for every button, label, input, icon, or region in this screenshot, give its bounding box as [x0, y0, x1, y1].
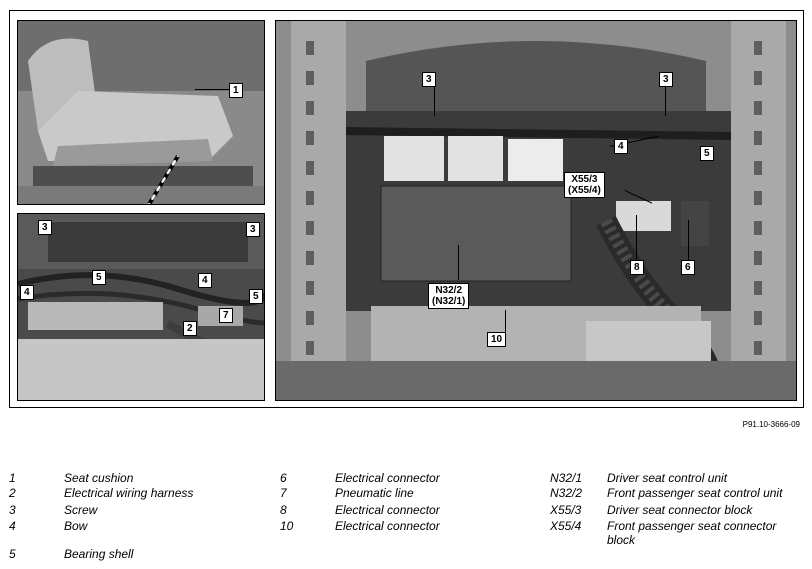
legend-text: Electrical connector	[335, 519, 440, 533]
leader-line	[458, 245, 459, 280]
legend-text: Screw	[64, 503, 98, 517]
figure-reference: P91.10-3666-09	[742, 420, 800, 429]
legend-num: 2	[9, 486, 16, 500]
legend-text: Driver seat connector block	[607, 503, 753, 517]
legend-text: Electrical connector	[335, 503, 440, 517]
legend-num: 8	[280, 503, 287, 517]
legend-num: X55/3	[550, 503, 582, 517]
callout-3d: 3	[659, 72, 673, 87]
legend-text: Front passenger seat connector block	[607, 519, 777, 547]
callout-x55: X55/3 (X55/4)	[564, 172, 605, 198]
legend-num: 5	[9, 547, 16, 561]
legend-num: 3	[9, 503, 16, 517]
leader-line	[195, 89, 230, 90]
callout-6: 6	[681, 260, 695, 275]
legend-num: 4	[9, 519, 16, 533]
legend-num: 10	[280, 519, 294, 533]
callout-4a: 4	[198, 273, 212, 288]
callout-7: 7	[219, 308, 233, 323]
legend-num: X55/4	[550, 519, 582, 533]
callout-4c: 4	[614, 139, 628, 154]
main-seat-photo	[275, 20, 797, 401]
legend-text: Bearing shell	[64, 547, 134, 561]
legend-text: Front passenger seat control unit	[607, 486, 783, 500]
legend-num: 1	[9, 471, 16, 485]
leader-line	[505, 310, 506, 335]
legend-num: N32/1	[550, 471, 583, 485]
callout-4b: 4	[20, 285, 34, 300]
legend-text: Electrical wiring harness	[64, 486, 194, 500]
callout-5c: 5	[700, 146, 714, 161]
leader-line	[636, 215, 637, 260]
callout-3c: 3	[422, 72, 436, 87]
leader-line	[434, 86, 435, 116]
callout-5a: 5	[92, 270, 106, 285]
leader-line	[665, 86, 666, 116]
legend-text: Bow	[64, 519, 88, 533]
callout-8: 8	[630, 260, 644, 275]
callout-2: 2	[183, 321, 197, 336]
legend-text: Pneumatic line	[335, 486, 414, 500]
legend-num: N32/2	[550, 486, 583, 500]
callout-10: 10	[487, 332, 507, 347]
legend-num: 6	[280, 471, 287, 485]
legend-text: Driver seat control unit	[607, 471, 728, 485]
leader-line	[688, 220, 689, 260]
legend-text: Seat cushion	[64, 471, 134, 485]
legend-num: 7	[280, 486, 287, 500]
seat-overview-photo	[17, 20, 265, 205]
callout-3b: 3	[246, 222, 260, 237]
callout-n32: N32/2 (N32/1)	[428, 283, 470, 309]
callout-1: 1	[229, 83, 243, 98]
callout-5b: 5	[249, 289, 263, 304]
callout-3a: 3	[38, 220, 52, 235]
legend-text: Electrical connector	[335, 471, 440, 485]
under-seat-photo	[17, 213, 265, 401]
